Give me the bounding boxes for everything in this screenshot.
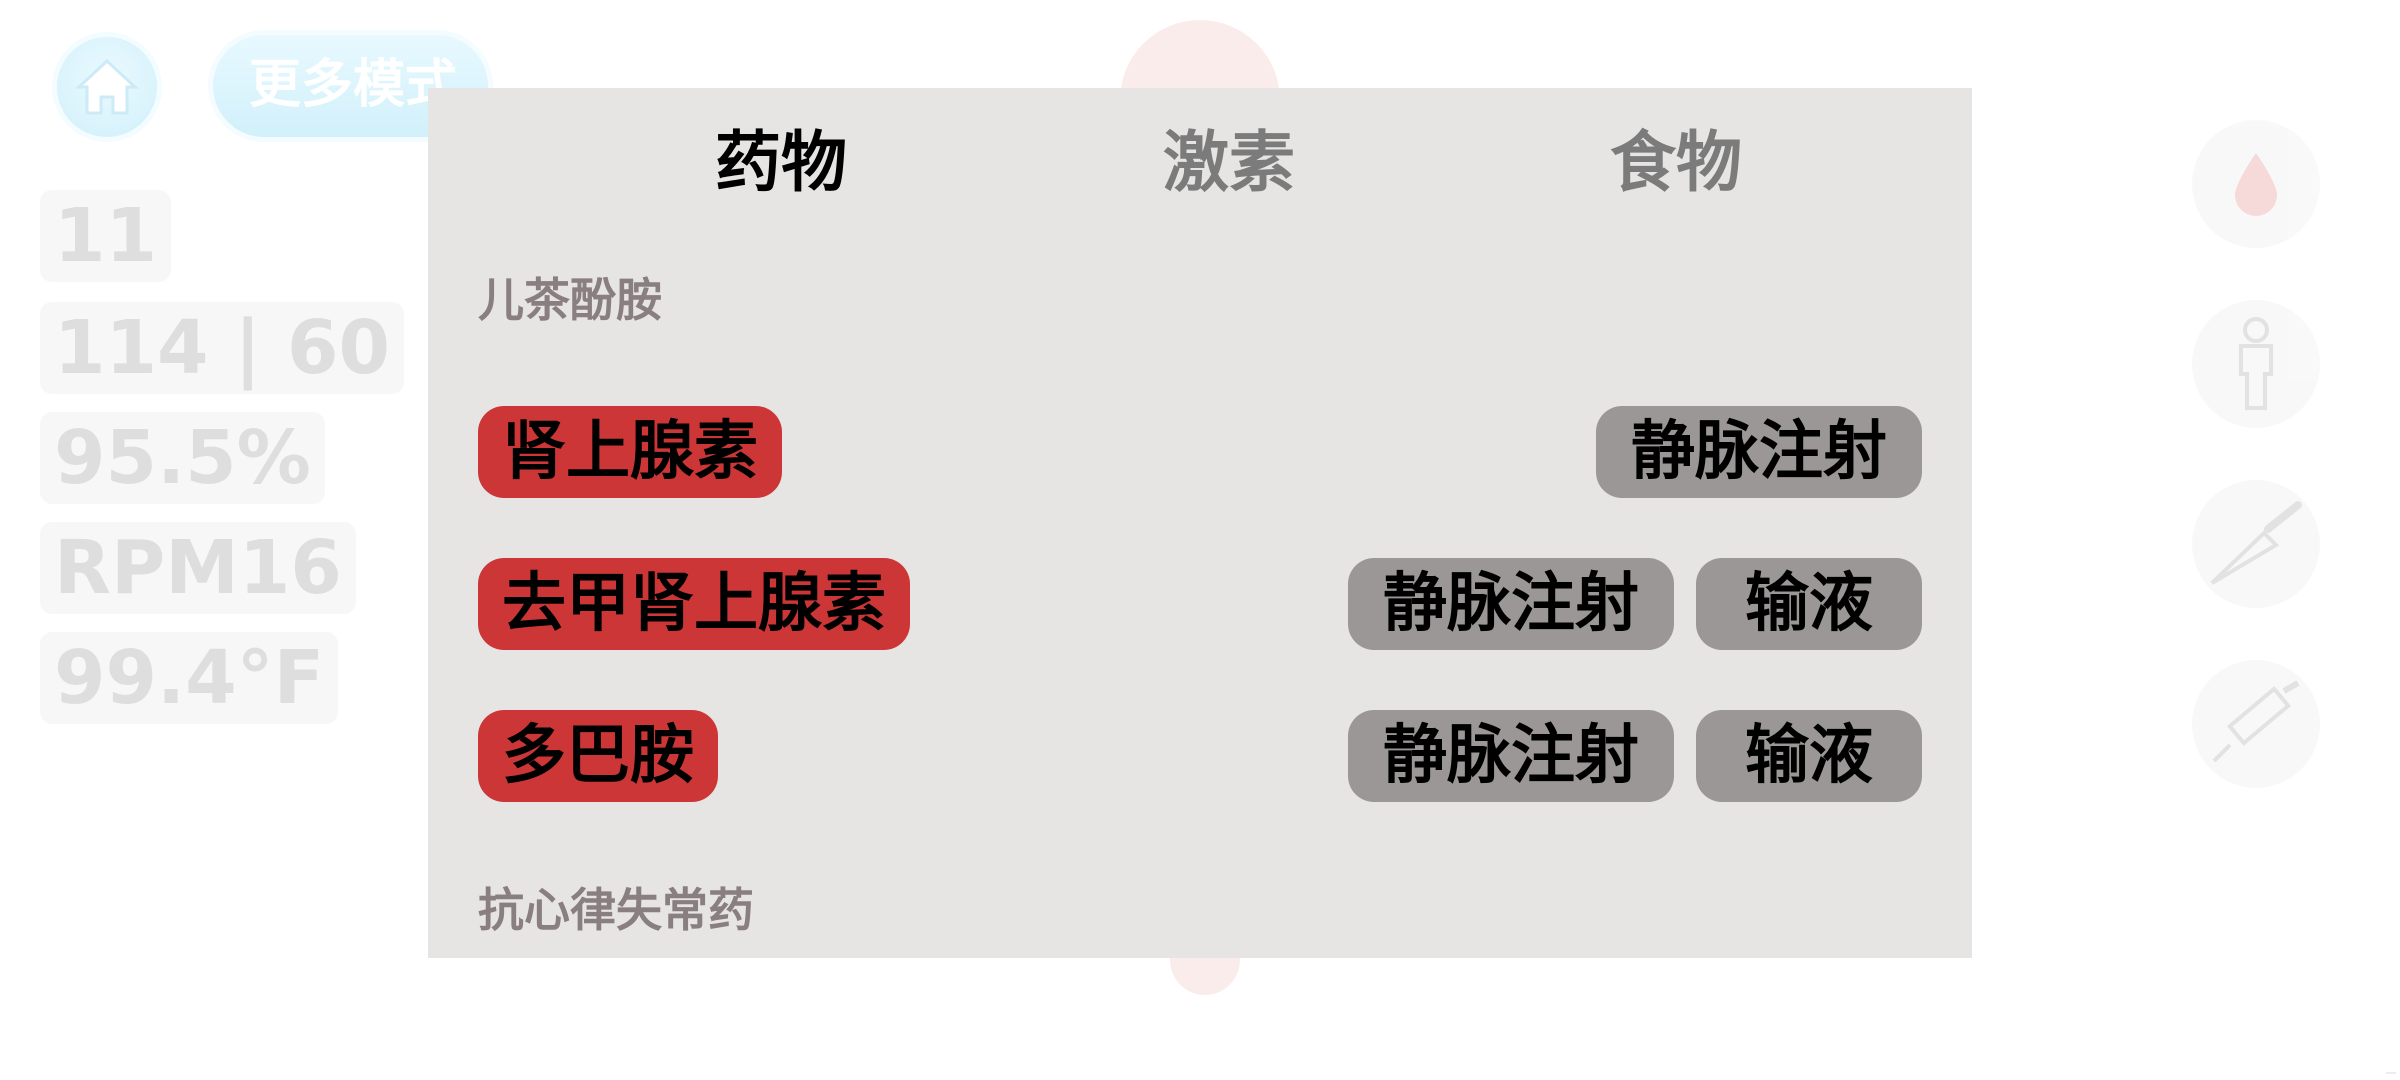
vital-temperature: 99.4°F: [40, 632, 339, 724]
route-button-iv-injection[interactable]: 静脉注射: [1596, 406, 1922, 498]
home-icon: [75, 58, 139, 115]
surgery-button[interactable]: [2192, 480, 2320, 608]
section-title-catecholamines: 儿茶酚胺: [478, 273, 662, 327]
home-button[interactable]: [52, 32, 162, 142]
patient-feet-shape: [1170, 955, 1240, 995]
injection-button[interactable]: [2192, 660, 2320, 788]
drug-button-epinephrine[interactable]: 肾上腺素: [478, 406, 782, 498]
drug-button-dopamine[interactable]: 多巴胺: [478, 710, 718, 802]
vital-heart-rate: 11: [40, 190, 171, 282]
body-button[interactable]: [2192, 300, 2320, 428]
vital-spo2: 95.5%: [40, 412, 325, 504]
blood-drop-icon: [2235, 153, 2277, 216]
drug-button-norepinephrine[interactable]: 去甲肾上腺素: [478, 558, 910, 650]
tab-hormones[interactable]: 激素: [1163, 124, 1295, 201]
medication-panel: 药物 激素 食物 儿茶酚胺 肾上腺素 静脉注射 去甲肾上腺素 静脉注射 输液 多…: [428, 88, 1972, 958]
route-button-infusion[interactable]: 输液: [1696, 558, 1922, 650]
blood-button[interactable]: [2192, 120, 2320, 248]
route-button-iv-injection[interactable]: 静脉注射: [1348, 710, 1674, 802]
section-title-antiarrhythmics: 抗心律失常药: [478, 883, 754, 937]
route-button-infusion[interactable]: 输液: [1696, 710, 1922, 802]
tab-food[interactable]: 食物: [1610, 124, 1742, 201]
scalpel-icon: [2210, 501, 2302, 585]
tab-drugs[interactable]: 药物: [715, 124, 847, 201]
vital-respiration: RPM16: [40, 522, 356, 614]
corner-mark: [2386, 1072, 2396, 1074]
route-button-iv-injection[interactable]: 静脉注射: [1348, 558, 1674, 650]
person-icon: [2239, 317, 2273, 410]
syringe-icon: [2212, 680, 2300, 763]
vital-blood-pressure: 114 | 60: [40, 302, 404, 394]
